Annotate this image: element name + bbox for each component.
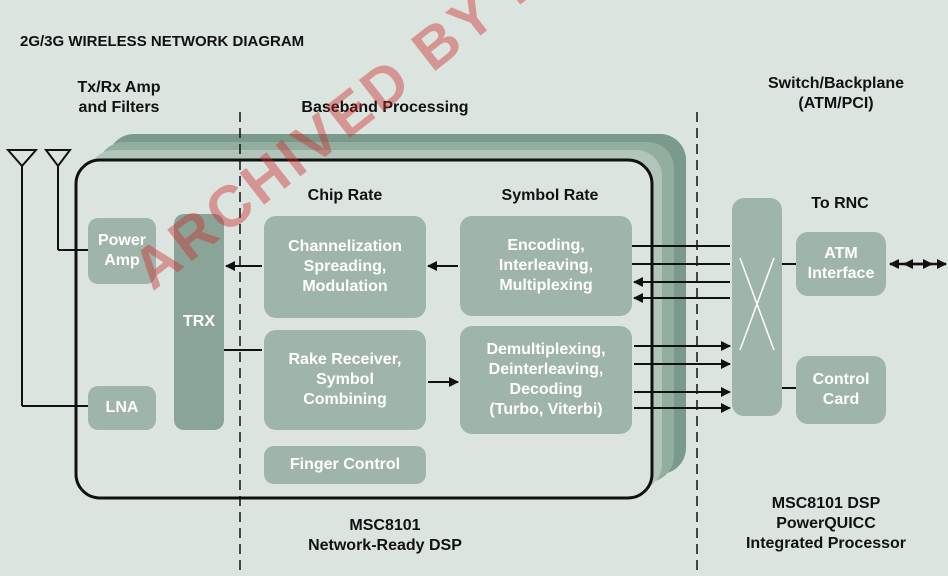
chip-rate-label: Chip Rate xyxy=(307,187,383,204)
rake-box xyxy=(264,330,426,430)
lna-box xyxy=(88,386,156,430)
power-amp-box xyxy=(88,218,156,284)
trx-box xyxy=(174,214,224,430)
atm-box xyxy=(796,232,886,296)
finger-control-text: Finger Control xyxy=(289,456,401,473)
encoding-text: Encoding, Interleaving, Multiplexing xyxy=(498,237,594,294)
atm-text: ATM Interface xyxy=(807,245,875,282)
control-box xyxy=(796,356,886,424)
control-card-text: Control Card xyxy=(812,371,870,408)
section-baseband-label: Baseband Processing xyxy=(301,99,469,116)
footer-dsp-label: MSC8101 Network-Ready DSP xyxy=(308,517,462,554)
diagram-title: 2G/3G WIRELESS NETWORK DIAGRAM xyxy=(20,33,305,50)
channelization-box xyxy=(264,216,426,318)
demux-text: Demultiplexing, Deinterleaving, Decoding… xyxy=(486,341,606,418)
switch-cross-b xyxy=(739,257,775,351)
rake-text: Rake Receiver, Symbol Combining xyxy=(288,351,402,408)
encoding-box xyxy=(460,216,632,316)
section-txrx-label: Tx/Rx Amp and Filters xyxy=(77,79,161,116)
switch-box xyxy=(732,198,782,416)
finger-control-box xyxy=(264,446,426,484)
trx-text: TRX xyxy=(183,313,215,330)
to-rnc-label: To RNC xyxy=(811,195,869,212)
lna-text: LNA xyxy=(105,399,139,416)
section-switch-label: Switch/Backplane (ATM/PCI) xyxy=(767,75,905,112)
symbol-rate-label: Symbol Rate xyxy=(501,187,599,204)
power-amp-text: Power Amp xyxy=(97,232,146,269)
demux-box xyxy=(460,326,632,434)
footer-powerquicc-label: MSC8101 DSP PowerQUICC Integrated Proces… xyxy=(745,495,907,552)
channelization-text: Channelization Spreading, Modulation xyxy=(288,238,402,295)
antenna-icon xyxy=(5,149,72,406)
